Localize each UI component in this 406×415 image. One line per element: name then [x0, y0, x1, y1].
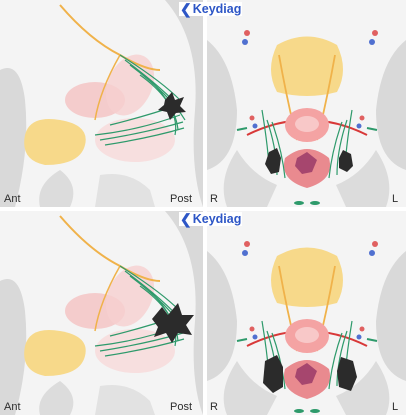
label-l: L: [392, 401, 398, 413]
coronal-panel-bottom: R L: [207, 211, 406, 415]
label-post: Post: [170, 193, 192, 205]
brand-logo-top: ❮ Keydiag: [179, 2, 242, 16]
sagittal-panel-top: Ant Post: [0, 0, 203, 207]
label-l: L: [392, 193, 398, 205]
label-r: R: [210, 401, 218, 413]
brand-name: Keydiag: [193, 2, 242, 16]
label-r: R: [210, 193, 218, 205]
label-ant: Ant: [4, 193, 21, 205]
brand-name: Keydiag: [193, 212, 242, 226]
chevron-k-icon: ❮: [180, 212, 192, 226]
coronal-illustration-top: [207, 0, 406, 207]
label-post: Post: [170, 401, 192, 413]
panel-divider-horizontal: [0, 207, 406, 211]
label-ant: Ant: [4, 401, 21, 413]
chevron-k-icon: ❮: [180, 2, 192, 16]
sagittal-illustration-bottom: [0, 211, 203, 415]
brand-logo-bottom: ❮ Keydiag: [179, 212, 242, 226]
sagittal-illustration-top: [0, 0, 203, 207]
coronal-illustration-bottom: [207, 211, 406, 415]
sagittal-panel-bottom: Ant Post: [0, 211, 203, 415]
coronal-panel-top: R L: [207, 0, 406, 207]
